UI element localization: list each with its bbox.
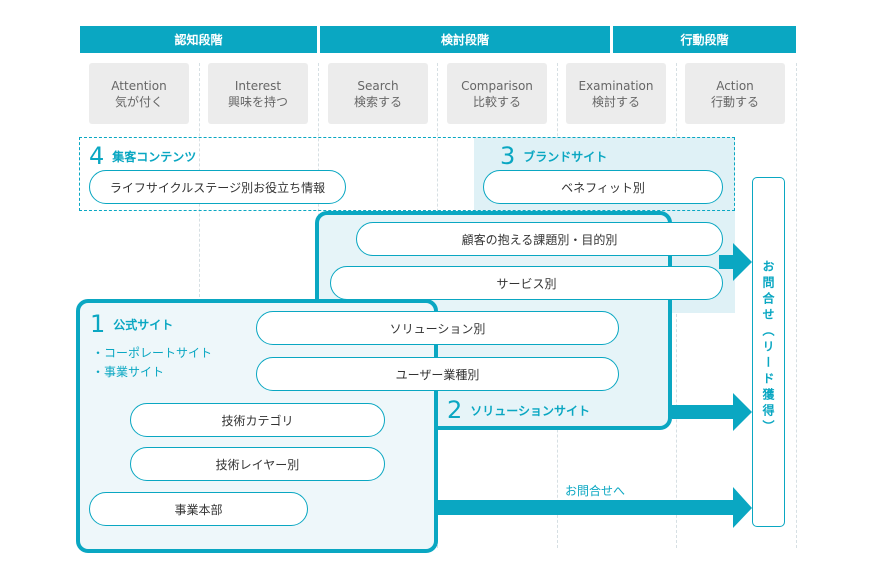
stage-ja: 行動する: [710, 94, 759, 109]
group-title: 集客コンテンツ: [112, 149, 197, 164]
contact-lead-box: お問合せ（リード獲得）: [752, 177, 785, 527]
solution-group-label: 2 ソリューションサイト: [447, 398, 590, 422]
pill-industry: ユーザー業種別: [256, 357, 619, 391]
stage-card-interest: Interest 興味を持つ: [208, 63, 308, 124]
stage-en: Interest: [234, 78, 282, 93]
group-number: 4: [89, 142, 105, 170]
pill-benefit: ベネフィット別: [483, 170, 723, 204]
pill-tech-layer: 技術レイヤー別: [130, 447, 385, 481]
guide-line: [796, 63, 797, 548]
pill-solution: ソリューション別: [256, 311, 619, 345]
phase-awareness: 認知段階: [80, 26, 317, 53]
arrow-official-to-contact: [438, 487, 752, 528]
stage-card-examination: Examination 検討する: [566, 63, 666, 124]
arrow-brand-to-contact: [719, 243, 752, 281]
stage-ja: 気が付く: [114, 94, 163, 109]
pill-tech-category: 技術カテゴリ: [130, 403, 385, 437]
contact-label: お問合せ（リード獲得）: [761, 260, 775, 436]
phase-consideration: 検討段階: [320, 26, 610, 53]
group-title: ブランドサイト: [523, 149, 608, 164]
stage-ja: 興味を持つ: [227, 94, 288, 109]
brand-group-label: 3 ブランドサイト: [500, 144, 607, 168]
stage-card-attention: Attention 気が付く: [89, 63, 189, 124]
stage-ja: 比較する: [472, 94, 521, 109]
stage-en: Action: [716, 78, 754, 93]
stage-en: Comparison: [461, 78, 533, 93]
stage-en: Attention: [111, 78, 167, 93]
arrow-solution-to-contact: [672, 393, 752, 431]
pill-service: サービス別: [330, 266, 723, 300]
pill-lifecycle: ライフサイクルステージ別お役立ち情報: [89, 170, 346, 204]
stage-card-action: Action 行動する: [685, 63, 785, 124]
official-group-label: 1 公式サイト: [90, 312, 173, 336]
pill-issue: 顧客の抱える課題別・目的別: [356, 222, 723, 256]
arrow-label: お問合せへ: [565, 484, 626, 498]
group-title: ソリューションサイト: [470, 403, 591, 418]
stage-ja: 検討する: [591, 94, 640, 109]
content-group-box: [79, 137, 735, 211]
stage-en: Search: [357, 78, 399, 93]
official-bullet-corporate: ・コーポレートサイト: [92, 346, 213, 360]
pill-business-division: 事業本部: [89, 492, 308, 526]
official-bullet-business: ・事業サイト: [92, 365, 165, 379]
stage-card-search: Search 検索する: [328, 63, 428, 124]
group-number: 1: [90, 310, 106, 338]
stage-ja: 検索する: [353, 94, 402, 109]
group-number: 3: [500, 142, 516, 170]
group-title: 公式サイト: [113, 317, 174, 332]
content-group-label: 4 集客コンテンツ: [89, 144, 196, 168]
group-number: 2: [447, 396, 463, 424]
stage-en: Examination: [578, 78, 654, 93]
stage-card-comparison: Comparison 比較する: [447, 63, 547, 124]
phase-action: 行動段階: [613, 26, 796, 53]
